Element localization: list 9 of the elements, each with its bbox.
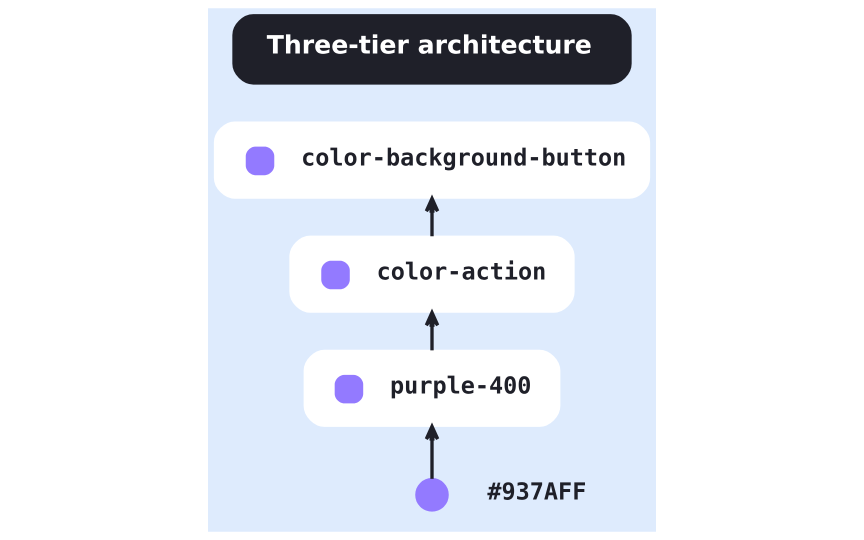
node-box: purple-400 <box>304 350 560 427</box>
arrow <box>424 424 440 479</box>
node-box: color-action <box>289 236 575 313</box>
arrow <box>424 310 440 350</box>
node-box: color-background-button <box>214 122 650 199</box>
arrow <box>424 196 440 236</box>
node-circle <box>415 478 449 512</box>
node-box: Three-tier architecture <box>232 14 632 85</box>
node-label: #937AFF <box>487 477 586 506</box>
